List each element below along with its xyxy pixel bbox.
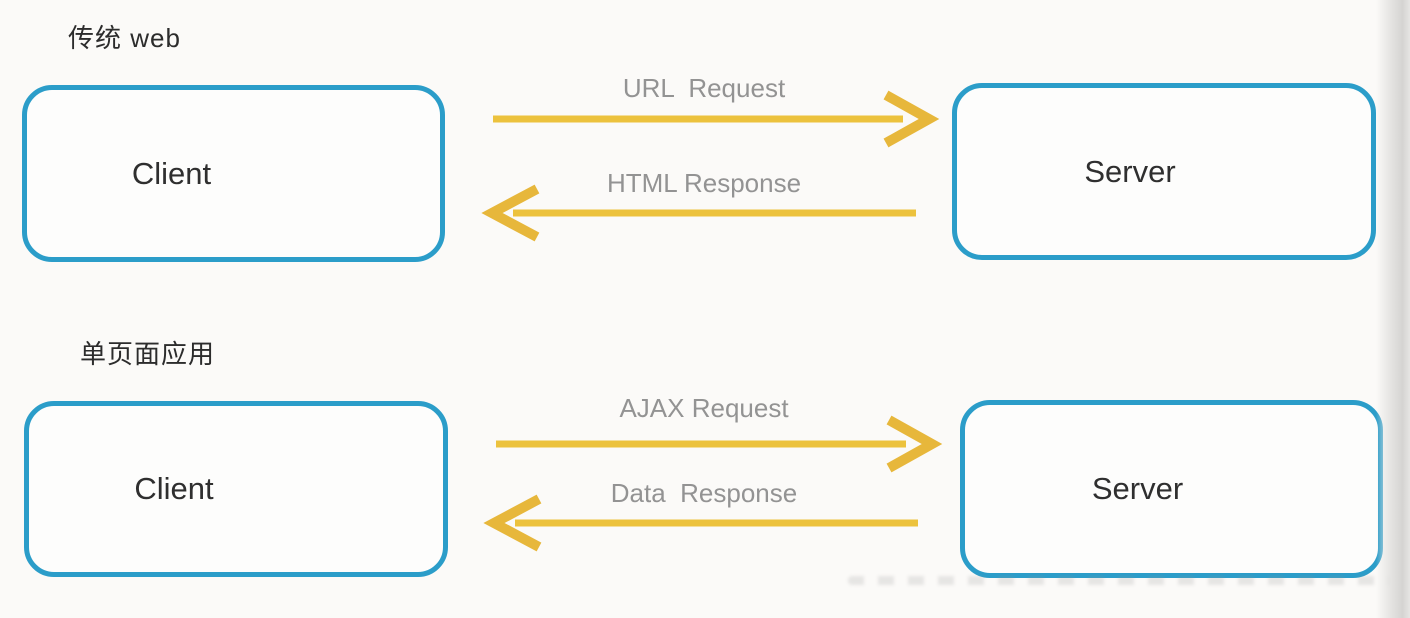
response-arrow-label-spa: Data Response [610,478,798,508]
client-node-label: Client [131,155,212,191]
section-title-spa: 单页面应用 [80,339,216,369]
right-edge-shadow [1376,0,1410,618]
client-node-label: Client [134,471,214,506]
server-node-label: Server [1084,153,1176,189]
response-arrow-label-traditional: HTML Response [606,168,802,198]
request-arrow-label-spa: AJAX Request [619,393,789,423]
request-arrow-label-traditional: URL Request [622,73,786,103]
section-title-traditional-web: 传统 web [68,23,181,53]
server-node-label: Server [1091,471,1184,506]
request-arrow-right-spa [496,415,943,473]
server-node-traditional: Server [952,83,1376,260]
watermark-remnant [848,576,1396,585]
server-node-spa: Server [960,400,1383,578]
client-node-spa: Client [24,401,448,577]
client-node-traditional: Client [22,85,445,262]
